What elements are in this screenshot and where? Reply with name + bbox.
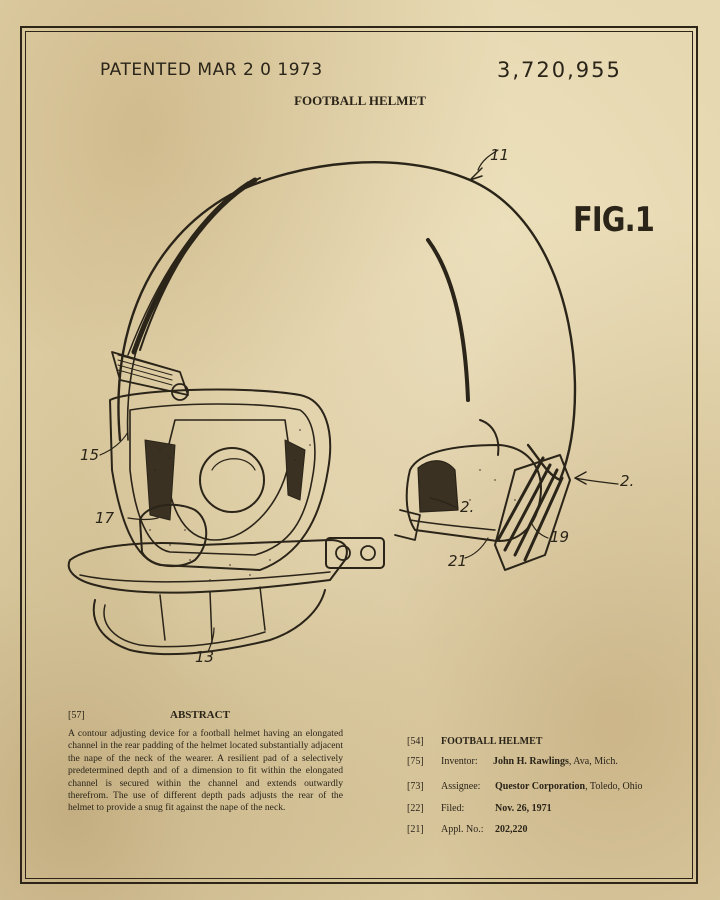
meta-appl-row: [21] Appl. No.: 202,220	[407, 824, 528, 835]
face-mask	[67, 539, 348, 594]
neck-pad-hatched	[494, 454, 571, 571]
meta-assignee-code: [73]	[407, 781, 424, 792]
meta-title: FOOTBALL HELMET	[441, 736, 543, 747]
abstract-text: A contour adjusting device for a footbal…	[68, 728, 343, 814]
abstract-code: [57]	[68, 710, 85, 721]
ref-19: 19	[550, 528, 569, 546]
meta-appl-code: [21]	[407, 824, 424, 835]
meta-filed-code: [22]	[407, 803, 424, 814]
ref-13: 13	[195, 648, 214, 666]
ref-2-inner: 2.	[460, 498, 474, 516]
face-opening	[109, 388, 332, 571]
meta-assignee-label: Assignee:	[441, 781, 481, 792]
meta-inventor-label: Inventor:	[441, 756, 478, 767]
meta-inventor-name: John H. Rawlings	[493, 756, 569, 767]
meta-title-code: [54]	[407, 736, 424, 747]
meta-appl-label: Appl. No.:	[441, 824, 484, 835]
ref-2-right: 2.	[620, 472, 634, 490]
ear-hole	[199, 447, 265, 513]
outer-border	[20, 26, 698, 884]
ref-17: 17	[95, 509, 115, 527]
abstract-heading: ABSTRACT	[170, 709, 230, 721]
ref-21: 21	[448, 552, 467, 570]
page-title: FOOTBALL HELMET	[294, 93, 426, 108]
meta-inventor-place: , Ava, Mich.	[568, 756, 618, 767]
meta-filed-value: Nov. 26, 1971	[495, 803, 552, 814]
meta-appl-value: 202,220	[495, 824, 528, 835]
figure-label: FIG.1	[573, 200, 655, 240]
meta-assignee-place: , Toledo, Ohio	[585, 781, 643, 792]
meta-filed-row: [22] Filed: Nov. 26, 1971	[407, 803, 552, 814]
ref-15: 15	[80, 446, 99, 464]
helmet-shell	[117, 161, 577, 482]
meta-assignee-row: [73] Assignee: Questor Corporation, Toledo…	[407, 781, 643, 792]
meta-title-row: [54] FOOTBALL HELMET	[407, 736, 542, 747]
patented-date: PATENTED MAR 2 0 1973	[100, 60, 323, 80]
patent-number: 3,720,955	[497, 58, 622, 82]
meta-inventor-row: [75] Inventor: John H. Rawlings, Ava, Mich…	[407, 756, 618, 767]
ref-11: 11	[490, 146, 509, 164]
inner-border	[25, 31, 693, 879]
meta-filed-label: Filed:	[441, 803, 465, 814]
meta-assignee-name: Questor Corporation	[495, 781, 586, 792]
meta-inventor-code: [75]	[407, 756, 424, 767]
